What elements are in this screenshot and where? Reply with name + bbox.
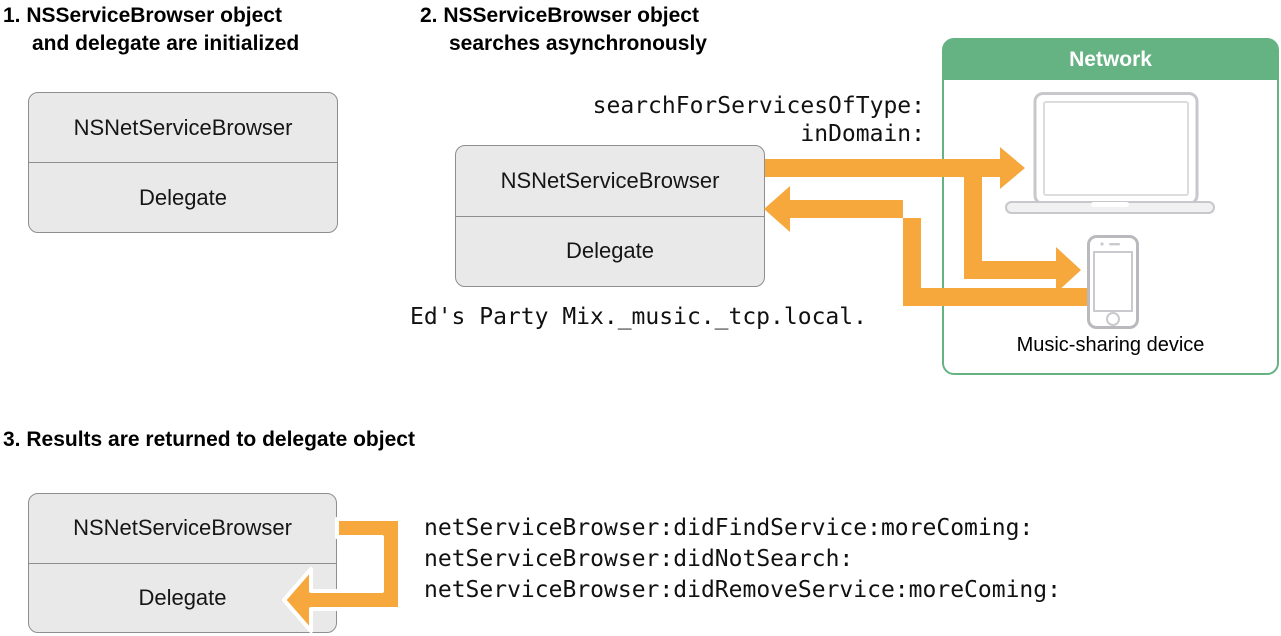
nsnetservicebrowser-label: NSNetServiceBrowser <box>73 515 292 541</box>
step2-heading-line2: searches asynchronously <box>449 32 707 55</box>
browser-box-step1: NSNetServiceBrowser Delegate <box>28 92 338 233</box>
iphone-icon <box>1087 235 1139 329</box>
nsnetservicebrowser-label: NSNetServiceBrowser <box>73 114 293 140</box>
delegate-label: Delegate <box>456 215 764 287</box>
callback-didnotsearch: netServiceBrowser:didNotSearch: <box>424 546 854 572</box>
step1-heading-line2: and delegate are initialized <box>32 32 300 55</box>
laptop-icon <box>1005 92 1215 214</box>
step1-heading-line1: 1. NSServiceBrowser object <box>3 4 282 27</box>
network-panel-header: Network <box>944 40 1277 80</box>
step2-heading: 2. NSServiceBrowser object searches async… <box>420 2 707 58</box>
found-service-name: Ed's Party Mix._music._tcp.local. <box>410 304 867 330</box>
delegate-label: Delegate <box>29 562 336 633</box>
search-method-call: searchForServicesOfType:inDomain: <box>560 92 925 148</box>
network-panel: Network Music-sharing device <box>942 38 1279 375</box>
search-method-line1: searchForServicesOfType: <box>592 93 925 119</box>
network-panel-title: Network <box>1069 48 1152 71</box>
step1-heading: 1. NSServiceBrowser object and delegate a… <box>3 2 299 58</box>
browser-box-step3: NSNetServiceBrowser Delegate <box>28 493 337 633</box>
callback-didremoveservice: netServiceBrowser:didRemoveService:moreC… <box>424 577 1061 603</box>
delegate-callback-list: netServiceBrowser:didFindService:moreCom… <box>424 513 1061 606</box>
step2-heading-line1: 2. NSServiceBrowser object <box>420 4 699 27</box>
music-sharing-device-label: Music-sharing device <box>1016 334 1205 356</box>
search-method-line2: inDomain: <box>800 121 925 147</box>
step3-heading: 3. Results are returned to delegate obje… <box>3 428 415 451</box>
callback-didfindservice: netServiceBrowser:didFindService:moreCom… <box>424 515 1034 541</box>
browser-box-step2: NSNetServiceBrowser Delegate <box>455 145 765 287</box>
delegate-label: Delegate <box>29 162 337 232</box>
nsnetservicebrowser-label: NSNetServiceBrowser <box>500 167 720 193</box>
